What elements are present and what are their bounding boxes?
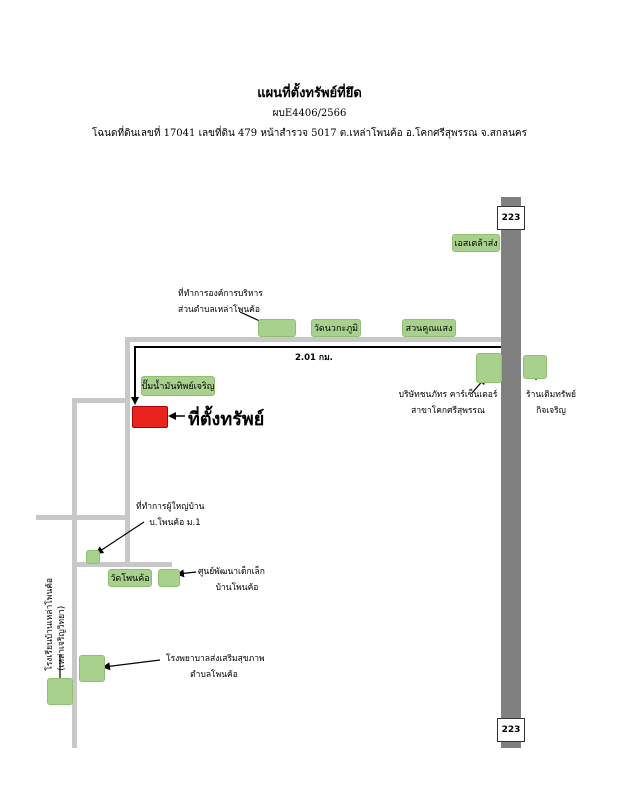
landmark-shop bbox=[523, 355, 547, 379]
arrow-child-center bbox=[176, 569, 197, 578]
road-bottom-horizontal bbox=[72, 562, 172, 567]
label-village-head-2: บ.โพนค้อ ม.1 bbox=[149, 518, 201, 528]
label-village-head-1: ที่ทำการผู้ใหญ่บ้าน bbox=[136, 502, 205, 512]
highway-sign-top: 223 bbox=[497, 206, 525, 230]
label-school: โรงเรียนบ้านเหล่าโพนค้อ (เหล่าเจริญวิทยา… bbox=[44, 578, 68, 671]
case-code: ผบE4406/2566 bbox=[272, 108, 347, 119]
label-school-1: โรงเรียนบ้านเหล่าโพนค้อ bbox=[45, 578, 55, 671]
road-vertical-west bbox=[72, 398, 77, 748]
label-shop-1: ร้านเติมทรัพย์ bbox=[526, 390, 576, 400]
landmark-wat-phon: วัดโพนค้อ bbox=[108, 569, 152, 587]
deed-description: โฉนดที่ดินเลขที่ 17041 เลขที่ดิน 479 หน้… bbox=[92, 128, 527, 139]
landmark-wat-wana: วัดนวกะภูมิ bbox=[311, 319, 361, 337]
route-distance: 2.01 กม. bbox=[295, 353, 333, 363]
road-branch-west bbox=[72, 398, 130, 403]
property-label: ที่ตั้งทรัพย์ bbox=[188, 409, 265, 430]
landmark-sao-office bbox=[258, 319, 296, 337]
label-company-1: บริษัทชนภัทร คาร์เซ็นเตอร์ bbox=[398, 390, 498, 400]
label-hospital-1: โรงพยาบาลส่งเสริมสุขภาพ bbox=[166, 654, 265, 664]
road-vertical-main bbox=[125, 337, 130, 567]
arrow-hospital bbox=[102, 659, 161, 671]
road-top-horizontal bbox=[125, 337, 501, 342]
highway-223 bbox=[501, 197, 521, 748]
landmark-school bbox=[47, 678, 73, 705]
label-child-center-2: บ้านโพนค้อ bbox=[215, 583, 259, 593]
landmark-child-center bbox=[158, 569, 180, 587]
landmark-company bbox=[476, 353, 502, 383]
landmark-village-head bbox=[86, 550, 100, 564]
route-line bbox=[131, 346, 501, 405]
arrow-village-head bbox=[95, 521, 145, 555]
label-child-center-1: ศูนย์พัฒนาเด็กเล็ก bbox=[198, 567, 265, 577]
label-hospital-2: ตำบลโพนค้อ bbox=[190, 670, 238, 680]
highway-sign-bottom: 223 bbox=[497, 718, 525, 742]
label-school-2: (เหล่าเจริญวิทยา) bbox=[57, 605, 67, 671]
landmark-park: สวนคูณแสง bbox=[402, 319, 456, 337]
road-cross-west bbox=[36, 515, 130, 520]
landmark-esso: เอสเตล้าส่ง bbox=[452, 234, 500, 252]
landmark-hospital bbox=[79, 655, 105, 682]
label-sao-office-1: ที่ทำการองค์การบริหาร bbox=[178, 289, 263, 299]
property-marker bbox=[132, 406, 168, 428]
label-shop-2: กิจเจริญ bbox=[536, 406, 566, 416]
label-company-2: สาขาโคกศรีสุพรรณ bbox=[411, 406, 485, 416]
landmark-gas-station: ปั๊มน้ำมันทิพย์เจริญ bbox=[141, 376, 215, 396]
map-title: แผนที่ตั้งทรัพย์ที่ยึด bbox=[257, 86, 362, 101]
label-sao-office-2: ส่วนตำบลเหล่าโพนค้อ bbox=[178, 305, 260, 315]
